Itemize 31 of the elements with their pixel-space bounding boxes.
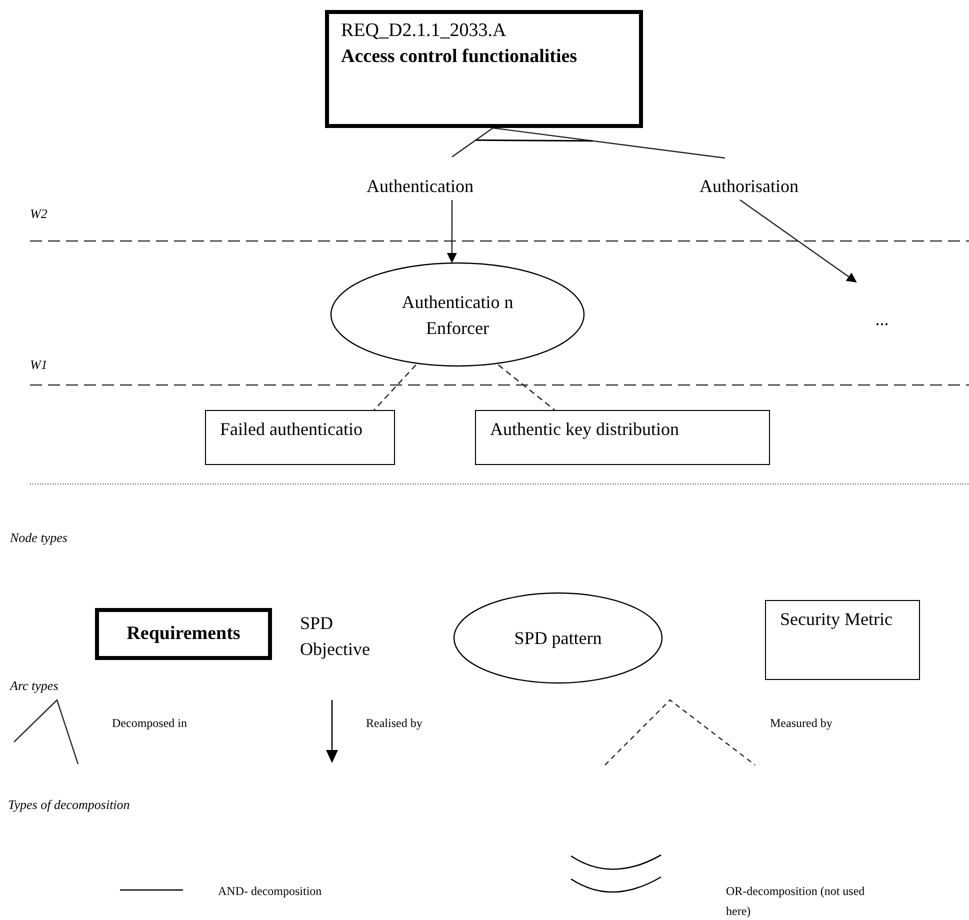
objective-sample-text: SPD Objective — [300, 612, 371, 661]
metric-box: Security Metric — [765, 600, 920, 680]
level-label: W1 — [30, 356, 48, 374]
requirement-title: Access control functionalities — [341, 45, 578, 69]
dashed-connector — [498, 364, 556, 410]
requirement-sample-box: Requirements — [95, 608, 272, 660]
node-text: ... — [862, 305, 902, 335]
connector — [492, 127, 725, 159]
metric-box: Failed authenticatio — [205, 410, 395, 465]
requirement-id: REQ_D2.1.1_2033.A — [341, 19, 508, 43]
legend-text: Realised by — [366, 715, 424, 732]
node-text: Authentication — [340, 172, 500, 200]
section-heading: Node types — [10, 529, 68, 547]
connector — [452, 128, 494, 158]
legend-text: OR-decomposition (not used here) — [726, 883, 866, 920]
legend-text: AND- decomposition — [218, 883, 323, 900]
section-heading: Arc types — [10, 677, 60, 695]
legend-text: Decomposed in — [112, 715, 188, 732]
connector — [740, 200, 857, 282]
connector — [446, 200, 457, 263]
pattern-ellipse — [330, 262, 585, 367]
section-heading: Types of decomposition — [8, 796, 131, 814]
level-label: W2 — [30, 205, 48, 223]
requirement-box — [325, 10, 643, 128]
legend-text: Measured by — [770, 715, 834, 732]
metric-box: Authentic key distribution — [475, 410, 770, 465]
ellipse-label: SPD pattern — [513, 627, 603, 650]
ellipse-label: Authenticatio n Enforcer — [400, 290, 514, 340]
node-text: Authorisation — [678, 172, 820, 200]
dashed-connector — [374, 364, 416, 410]
pattern-ellipse — [453, 592, 663, 684]
